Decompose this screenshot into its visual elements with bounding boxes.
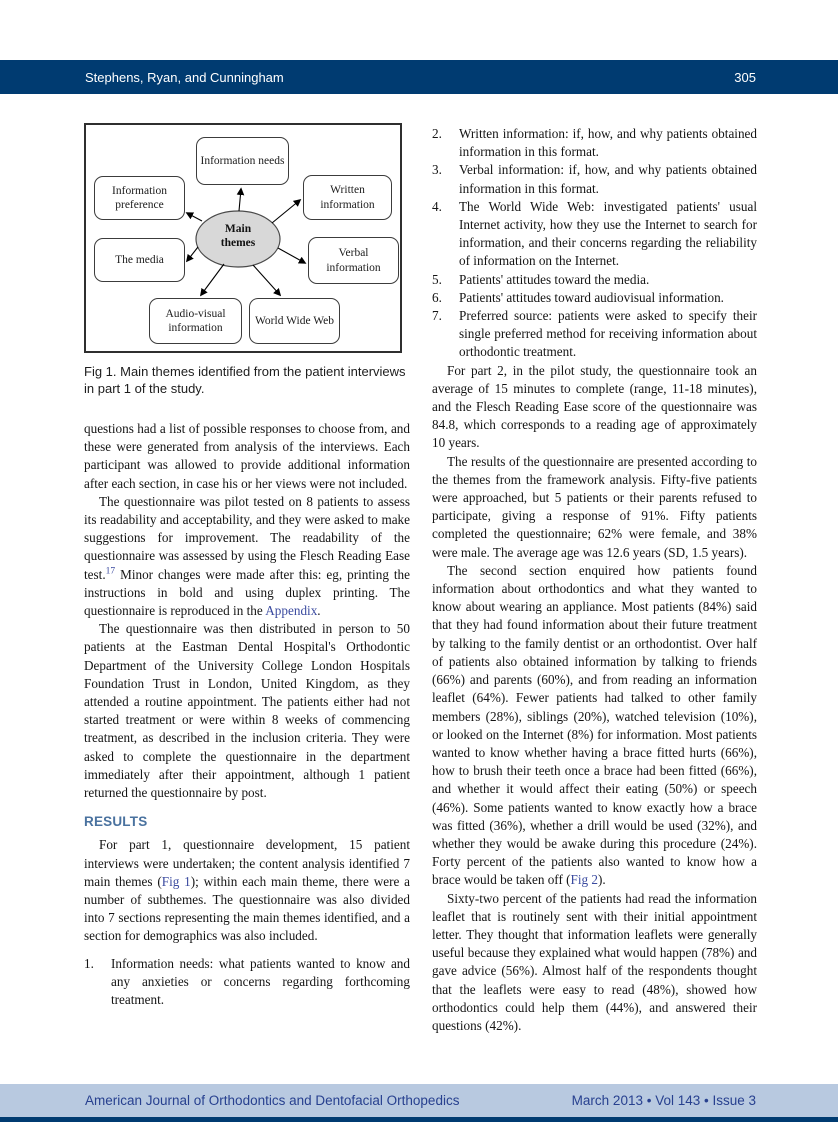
list-number: 4.	[432, 198, 442, 214]
main-themes-ellipse	[195, 210, 281, 268]
list-item: 6. Patients' attitudes toward audiovisua…	[432, 289, 757, 307]
list-text: Patients' attitudes toward the media.	[459, 271, 650, 287]
list-item: 5. Patients' attitudes toward the media.	[432, 271, 757, 289]
fig-2-link[interactable]: Fig 2	[570, 872, 599, 888]
page-number: 305	[734, 69, 756, 85]
running-title: Stephens, Ryan, and Cunningham	[85, 69, 284, 85]
list-number: 2.	[432, 126, 442, 141]
paragraph-part1: For part 1, questionnaire development, 1…	[84, 837, 410, 944]
list-text: Patients' attitudes toward audiovisual i…	[459, 289, 724, 305]
list-item: 3. Verbal information: if, how, and why …	[432, 161, 757, 197]
appendix-link[interactable]: Appendix	[265, 603, 318, 619]
figure-node-written-information: Written information	[303, 175, 392, 220]
figure-node-world-wide-web: World Wide Web	[249, 298, 340, 344]
figure-1-caption: Fig 1. Main themes identified from the p…	[84, 364, 406, 396]
list-item: 2. Written information: if, how, and why…	[432, 125, 757, 161]
list-text: Verbal information: if, how, and why pat…	[459, 162, 757, 196]
running-head-bar: Stephens, Ryan, and Cunningham 305	[0, 60, 838, 94]
figure-node-information-needs: Information needs	[196, 137, 289, 185]
list-item: 4. The World Wide Web: investigated pati…	[432, 198, 757, 271]
figure-node-verbal-information: Verbal information	[308, 237, 399, 284]
paragraph-distribution: The questionnaire was then distributed i…	[84, 621, 410, 801]
paragraph-leaflet: Sixty-two percent of the patients had re…	[432, 890, 757, 1033]
bottom-navy-strip	[0, 1117, 838, 1122]
list-item: 7. Preferred source: patients were asked…	[432, 307, 757, 362]
footer-journal-title: American Journal of Orthodontics and Den…	[85, 1093, 460, 1108]
footer-issue-info: March 2013 • Vol 143 • Issue 3	[571, 1093, 756, 1108]
figure-arrows	[185, 187, 307, 297]
left-column: questions had a list of possible respons…	[84, 420, 410, 1009]
figure-1: Information needs Information preference…	[84, 123, 402, 353]
list-number: 6.	[432, 289, 442, 305]
list-text: Written information: if, how, and why pa…	[459, 126, 757, 160]
figure-node-information-preference: Information preference	[94, 176, 185, 220]
footer-bar: American Journal of Orthodontics and Den…	[0, 1084, 838, 1117]
figure-node-audio-visual-information: Audio-visual information	[149, 298, 242, 344]
paragraph-results-information: The second section enquired how patients…	[432, 562, 757, 888]
list-number: 5.	[432, 271, 442, 287]
list-text: Preferred source: patients were asked to…	[459, 308, 757, 360]
list-text: Information needs: what patients wanted …	[111, 955, 410, 1008]
paragraph-continuation: questions had a list of possible respons…	[84, 421, 410, 491]
results-heading: RESULTS	[84, 814, 148, 830]
list-number: 1.	[84, 955, 94, 971]
right-column: 2. Written information: if, how, and why…	[432, 125, 757, 1035]
paragraph-part2: For part 2, in the pilot study, the ques…	[432, 362, 757, 451]
fig-1-link[interactable]: Fig 1	[161, 873, 191, 889]
figure-center-label: Main themes	[220, 223, 256, 250]
reference-17-link[interactable]: 17	[105, 566, 116, 577]
figure-node-the-media: The media	[94, 238, 185, 282]
paragraph-pilot-test: The questionnaire was pilot tested on 8 …	[84, 493, 410, 619]
list-item: 1. Information needs: what patients want…	[84, 955, 410, 1010]
list-text: The World Wide Web: investigated patient…	[459, 198, 757, 269]
list-number: 7.	[432, 308, 442, 324]
paragraph-results-response: The results of the questionnaire are pre…	[432, 453, 757, 560]
list-number: 3.	[432, 162, 442, 178]
